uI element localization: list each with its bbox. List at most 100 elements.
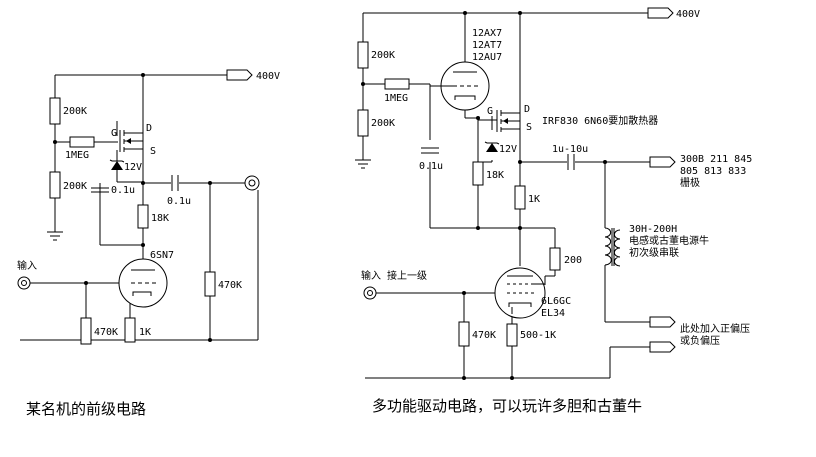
left-r-bottom	[49, 171, 61, 199]
right-r-bottom	[357, 109, 369, 137]
right-choke-label-3: 初次级串联	[629, 246, 679, 259]
left-mosfet-symbol	[119, 130, 144, 152]
right-circuit: 400V 12AX7 12AT7 12AU7 200K 1MEG 200K	[355, 7, 752, 415]
left-r-top	[49, 97, 61, 125]
left-r-load	[204, 271, 216, 297]
right-bias-terminal-2	[649, 341, 676, 353]
right-cap-bias-label: 0.1u	[419, 161, 443, 172]
right-zener-symbol	[484, 141, 500, 152]
left-junction	[208, 181, 212, 185]
right-gate-label: G	[487, 106, 493, 117]
right-zener-label: 12V	[499, 144, 517, 155]
right-input-label: 输入 接上一级	[361, 269, 427, 282]
right-cap-out-label: 1u-10u	[552, 144, 588, 155]
left-drain-label: D	[146, 123, 152, 134]
right-r-source-label: 18K	[486, 170, 504, 181]
right-out-label-2: 805 813 833	[680, 166, 746, 177]
left-r-bottom-label: 200K	[63, 181, 87, 192]
right-r-grid-label: 470K	[472, 330, 496, 341]
left-ground-symbol	[47, 231, 63, 241]
left-cap-bias-label: 0.1u	[111, 185, 135, 196]
right-cap-out	[567, 154, 575, 170]
right-ground-symbol	[355, 159, 371, 169]
right-r-screen	[549, 247, 561, 271]
right-r-screen-label: 200	[564, 255, 582, 266]
left-supply-terminal	[226, 69, 253, 81]
left-cap-out	[171, 175, 179, 191]
left-r-source	[137, 204, 149, 229]
left-input-terminal-inner	[21, 280, 27, 286]
right-choke-label-1: 30H-200H	[629, 224, 677, 235]
right-drain-label: D	[524, 104, 530, 115]
right-r-mid	[514, 185, 526, 210]
right-junction	[476, 226, 480, 230]
left-zener-symbol	[109, 150, 125, 170]
left-output-terminal	[244, 175, 260, 191]
right-junction	[510, 376, 514, 380]
right-r-top-label: 200K	[371, 50, 395, 61]
right-r-mid-label: 1K	[528, 194, 540, 205]
right-source-label: S	[526, 122, 532, 133]
right-supply-terminal	[647, 7, 674, 19]
right-choke-label-2: 电感或古董电源牛	[629, 234, 709, 247]
right-pentode-label-2: EL34	[541, 308, 565, 319]
right-input-terminal	[363, 286, 377, 300]
right-bias-label-2: 或负偏压	[680, 334, 720, 347]
left-cap-bias	[91, 187, 109, 193]
left-output-terminal-inner	[248, 179, 256, 187]
right-junction	[518, 11, 522, 15]
left-r-cathode	[124, 317, 136, 343]
right-junction	[476, 116, 480, 120]
left-source-label: S	[150, 146, 156, 157]
right-r-cathode	[506, 323, 518, 347]
right-output-terminal	[649, 156, 676, 168]
right-mosfet-label: IRF830 6N60要加散热器	[542, 114, 658, 127]
right-out-label-3: 栅极	[680, 176, 700, 189]
right-junction	[361, 82, 365, 86]
right-r-bottom-label: 200K	[371, 118, 395, 129]
right-choke-symbol	[604, 227, 621, 267]
left-cap-out-label: 0.1u	[167, 196, 191, 207]
right-r-cathode-label: 500-1K	[520, 330, 556, 341]
right-supply-label: 400V	[676, 9, 700, 20]
left-input-terminal	[17, 276, 31, 290]
right-junction	[462, 376, 466, 380]
left-input-label: 输入	[17, 259, 37, 272]
right-tube-label-2: 12AT7	[472, 40, 502, 51]
left-r-gate-label: 1MEG	[65, 150, 89, 161]
left-r-gate	[69, 136, 95, 148]
right-r-gate	[384, 78, 410, 90]
left-junction	[141, 243, 145, 247]
left-r-grid-label: 470K	[94, 327, 118, 338]
right-bias-label-1: 此处加入正偏压	[680, 322, 750, 335]
left-junction	[84, 281, 88, 285]
left-junction	[141, 73, 145, 77]
left-r-cathode-label: 1K	[139, 327, 151, 338]
right-junction	[462, 291, 466, 295]
right-tube-label-1: 12AX7	[472, 28, 502, 39]
right-tube-label-3: 12AU7	[472, 52, 502, 63]
left-gate-label: G	[111, 128, 117, 139]
left-tube-symbol	[118, 258, 168, 308]
right-r-grid	[458, 321, 470, 347]
right-junction	[463, 11, 467, 15]
left-r-grid	[80, 317, 92, 345]
right-r-top	[357, 41, 369, 69]
left-tube-label: 6SN7	[150, 250, 174, 261]
right-bias-terminal-1	[649, 316, 676, 328]
right-input-terminal-inner	[367, 290, 373, 296]
right-junction	[518, 160, 522, 164]
left-zener-label: 12V	[124, 162, 142, 173]
right-pentode-label-1: 6L6GC	[541, 296, 571, 307]
left-supply-label: 400V	[256, 71, 280, 82]
right-pentode-symbol	[494, 267, 546, 319]
right-r-gate-label: 1MEG	[384, 93, 408, 104]
right-caption: 多功能驱动电路，可以玩许多胆和古董牛	[372, 397, 642, 415]
left-caption: 某名机的前级电路	[26, 400, 146, 418]
left-circuit: 400V 200K 200K 1MEG G D S	[17, 69, 280, 418]
left-junction	[208, 338, 212, 342]
right-wires	[362, 12, 650, 379]
left-r-load-label: 470K	[218, 280, 242, 291]
right-out-label-1: 300B 211 845	[680, 154, 752, 165]
